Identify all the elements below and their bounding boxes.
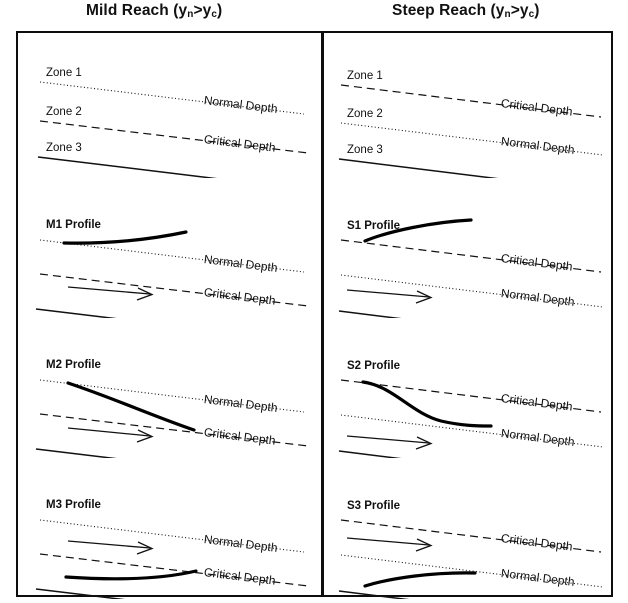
panel-s3: S3 Profile Critical Depth Normal Depth	[323, 458, 610, 599]
title-steep-end: )	[534, 2, 540, 19]
panel-steep-zones: Zone 1 Zone 2 Zone 3 Critical Depth Norm…	[323, 33, 610, 178]
diagram-frame: Zone 1 Zone 2 Zone 3 Normal Depth Critic…	[16, 31, 613, 599]
s2-critical-depth-line	[340, 379, 602, 413]
s2-channel-bed	[338, 450, 402, 458]
mild-channel-bed	[37, 156, 218, 178]
column-title-mild: Mild Reach (yn>yc)	[86, 2, 222, 20]
title-steep-mid: >y	[510, 2, 529, 19]
profile-label-s1: S1 Profile	[347, 220, 401, 232]
column-divider	[321, 33, 324, 595]
m2-profile-curve	[66, 381, 196, 432]
zone-label-3: Zone 3	[46, 142, 82, 154]
panel-mild-zones: Zone 1 Zone 2 Zone 3 Normal Depth Critic…	[18, 33, 321, 178]
s1-critical-depth-line	[340, 239, 602, 273]
s1-channel-bed	[338, 310, 402, 318]
s3-flow-arrow	[346, 537, 433, 552]
panel-s1: S1 Profile Critical Depth Normal Depth	[323, 178, 610, 318]
steep-channel-bed	[338, 158, 499, 178]
m2-normal-depth-line	[39, 379, 305, 413]
title-mild-text: Mild Reach (y	[86, 2, 188, 19]
title-steep-sub-c: c	[528, 9, 535, 20]
s3-profile-curve	[363, 571, 477, 588]
s1-flow-arrow	[346, 289, 433, 304]
s3-critical-depth-line	[340, 519, 602, 553]
panel-m3: M3 Profile Normal Depth Critical Depth	[18, 458, 321, 599]
m1-flow-arrow	[67, 286, 154, 301]
title-mild-mid: >y	[193, 2, 212, 19]
zone-label-3: Zone 3	[347, 144, 383, 156]
panel-s2: S2 Profile Critical Depth Normal Depth	[323, 318, 610, 458]
m2-flow-arrow	[67, 427, 154, 443]
profile-label-m1: M1 Profile	[46, 219, 101, 231]
s2-profile-curve	[361, 380, 493, 428]
m1-profile-curve	[62, 230, 188, 245]
m1-critical-depth-line	[39, 273, 309, 307]
zone-label-1: Zone 1	[46, 67, 82, 79]
title-mild-sub-c: c	[211, 9, 217, 20]
m2-channel-bed	[35, 448, 117, 458]
m3-critical-depth-line	[39, 553, 309, 587]
title-steep-sub-n: n	[504, 9, 511, 20]
mild-critical-depth-line	[39, 120, 309, 154]
zone-label-1: Zone 1	[347, 70, 383, 82]
s3-channel-bed	[338, 590, 410, 599]
m2-critical-depth-line	[39, 413, 309, 447]
m3-flow-arrow	[67, 540, 154, 555]
panel-m1: M1 Profile Normal Depth Critical Depth	[18, 178, 321, 318]
title-mild-sub-n: n	[187, 9, 194, 20]
steep-critical-depth-line	[340, 84, 602, 118]
column-title-steep: Steep Reach (yn>yc)	[392, 2, 540, 20]
m1-channel-bed	[35, 308, 117, 318]
title-steep-text: Steep Reach (y	[392, 2, 505, 19]
panel-m2: M2 Profile Normal Depth Critical Depth	[18, 318, 321, 458]
m3-normal-depth-line	[39, 519, 305, 553]
zone-label-2: Zone 2	[46, 106, 82, 118]
mild-normal-depth-line	[39, 81, 305, 115]
profile-label-s2: S2 Profile	[347, 360, 401, 372]
s1-profile-curve	[363, 218, 473, 243]
profile-label-m3: M3 Profile	[46, 499, 101, 511]
m3-profile-curve	[64, 569, 198, 581]
zone-label-2: Zone 2	[347, 108, 383, 120]
m3-channel-bed	[35, 588, 126, 599]
profile-label-s3: S3 Profile	[347, 500, 401, 512]
profile-label-m2: M2 Profile	[46, 359, 101, 371]
title-mild-end: )	[216, 2, 223, 19]
s2-flow-arrow	[346, 435, 433, 450]
m1-normal-depth-line	[39, 239, 305, 273]
